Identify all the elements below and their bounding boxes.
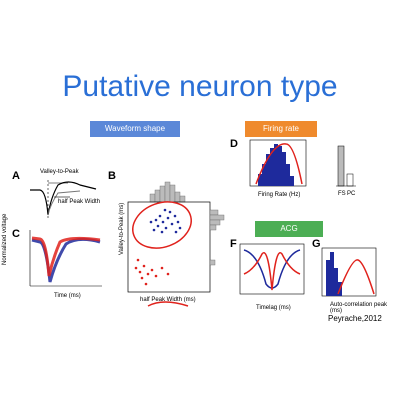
firing-rate-histogram [249, 139, 307, 187]
side-histogram [209, 209, 225, 266]
acg-overlay-plot [239, 243, 305, 295]
scatter-frame [127, 201, 211, 293]
red-points [134, 258, 170, 286]
panel-label-d: D [230, 138, 238, 150]
timelag-ms-label: Timelag (ms) [256, 305, 291, 311]
panel-label-f: F [230, 238, 237, 250]
vtp-ms-label: Valley-to-Peak (ms) [119, 202, 125, 255]
blue-points [149, 208, 182, 234]
bottom-red-curve [147, 301, 189, 307]
time-ms-label: Time (ms) [54, 293, 81, 299]
citation: Peyrache,2012 [328, 314, 382, 323]
pc-label: PC [347, 191, 356, 197]
waveform-shape-tag: Waveform shape [90, 121, 180, 137]
top-histogram [149, 181, 186, 203]
normalized-voltage-label: Normalized voltage [2, 213, 8, 265]
firing-rate-hz-label: Firing Rate (Hz) [258, 192, 301, 198]
fs-pc-bar-chart [336, 145, 356, 187]
panel-label-c: C [12, 228, 20, 240]
autocorr-peak-histogram [321, 247, 377, 297]
panel-label-a: A [12, 170, 20, 182]
acg-tag: ACG [255, 221, 323, 237]
waveform-schematic [30, 180, 97, 220]
fs-label: FS [338, 191, 346, 197]
overlaid-waveforms [29, 230, 102, 287]
autocorr-peak-label: Auto-correlation peak (ms) [330, 302, 388, 314]
valley-to-peak-label: Valley-to-Peak [40, 169, 79, 175]
slide-title: Putative neuron type [62, 70, 338, 103]
scatter-histogram-plot [127, 181, 225, 307]
panel-label-g: G [312, 238, 321, 250]
hpw-ms-label: half Peak Width (ms) [140, 297, 196, 303]
half-peak-width-label: half Peak Width [58, 199, 101, 205]
red-cluster-outline [132, 201, 192, 249]
firing-rate-tag: Firing rate [245, 121, 317, 137]
panel-label-b: B [108, 170, 116, 182]
